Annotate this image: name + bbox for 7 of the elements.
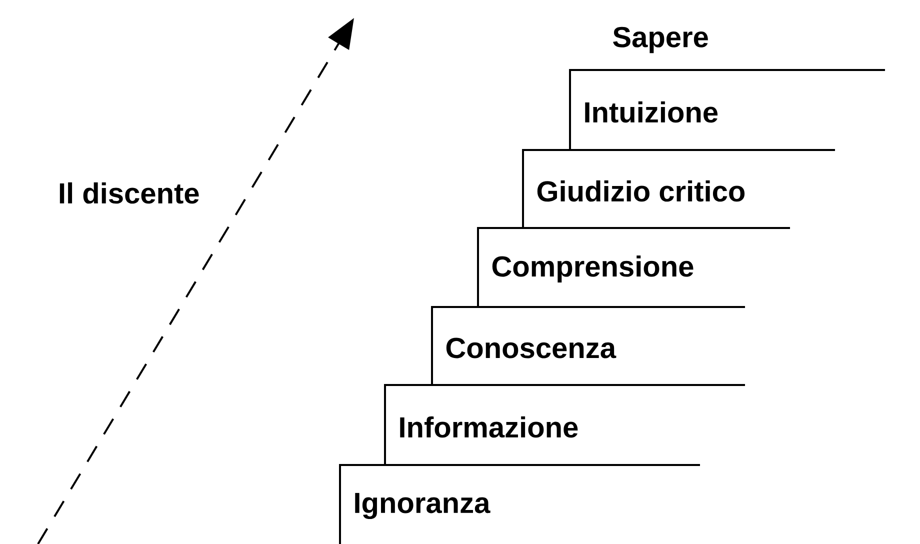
stair-step: Informazione bbox=[384, 384, 745, 465]
stair-step: Conoscenza bbox=[431, 306, 745, 385]
step-label: Il discente bbox=[60, 182, 199, 204]
stair-step: Ignoranza bbox=[339, 464, 700, 544]
stair-step: Intuizione bbox=[569, 69, 885, 150]
stair-step: Comprensione bbox=[477, 227, 790, 307]
stair-step: Giudizio critico bbox=[522, 149, 835, 228]
